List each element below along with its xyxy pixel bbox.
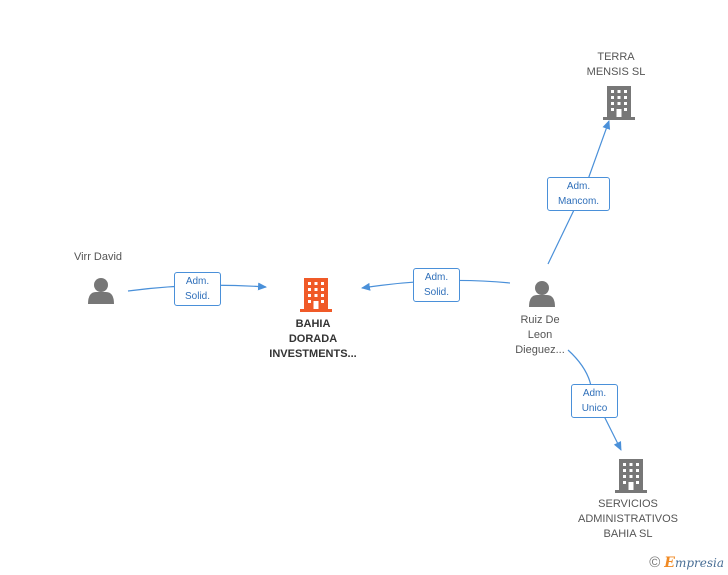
edge-label-ruiz-to-bahia: Adm. Solid. (413, 268, 460, 302)
node-label-terra-mensis[interactable]: TERRA MENSIS SL (586, 51, 646, 78)
brand-logo[interactable]: Empresia (664, 554, 724, 571)
edge-label-ruiz-to-terra: Adm. Mancom. (547, 177, 610, 211)
node-label-bahia-dorada[interactable]: BAHIA DORADA INVESTMENTS... (269, 318, 357, 360)
person-icon[interactable] (529, 281, 555, 307)
copyright-icon: © (649, 554, 661, 571)
edge-label-ruiz-to-servicios: Adm. Unico (571, 384, 618, 418)
person-icon[interactable] (88, 278, 114, 304)
edge-label-virr-to-bahia: Adm. Solid. (174, 272, 221, 306)
node-label-ruiz-de-leon[interactable]: Ruiz De Leon Dieguez... (515, 314, 565, 356)
footer-branding: © Empresia (649, 554, 724, 571)
node-label-servicios-administrativos[interactable]: SERVICIOS ADMINISTRATIVOS BAHIA SL (577, 498, 679, 540)
node-label-virr-david[interactable]: Virr David (73, 251, 123, 263)
building-icon[interactable] (300, 278, 332, 312)
building-icon[interactable] (603, 86, 635, 120)
building-icon[interactable] (615, 459, 647, 493)
